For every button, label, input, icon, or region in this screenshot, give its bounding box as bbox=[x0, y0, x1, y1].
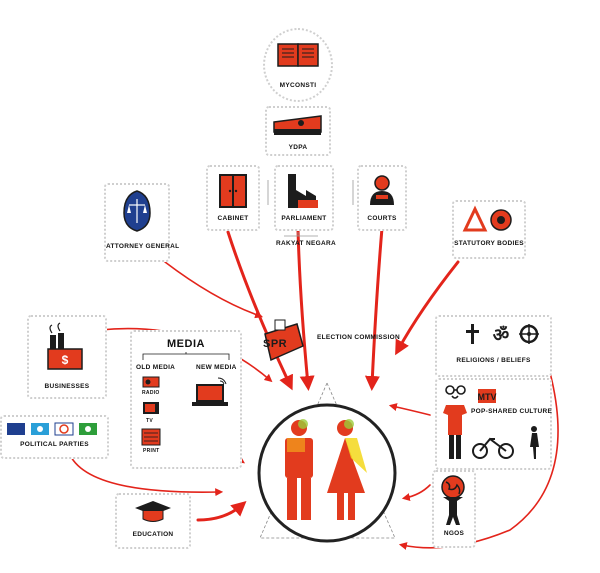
statutory-icons bbox=[462, 205, 512, 232]
node-statutory-bodies[interactable]: STATUTORY BODIES bbox=[452, 200, 526, 259]
label-media: MEDIA bbox=[167, 338, 205, 350]
label-old-media: OLD MEDIA bbox=[136, 364, 176, 371]
scales-shield-icon bbox=[123, 190, 151, 232]
label-parliament: PARLIAMENT bbox=[281, 215, 327, 222]
radio-icon bbox=[142, 376, 160, 388]
label-pop-culture: POP-SHARED CULTURE bbox=[471, 408, 553, 415]
judge-icon bbox=[370, 175, 394, 205]
svg-text:$: $ bbox=[62, 353, 69, 367]
svg-text:ॐ: ॐ bbox=[493, 325, 509, 346]
node-myconsti[interactable]: MYCONSTI bbox=[263, 28, 333, 102]
religion-symbols: ॐ bbox=[445, 324, 539, 346]
label-attorney-general: ATTORNEY GENERAL bbox=[106, 243, 180, 250]
business-icon: $ bbox=[47, 322, 83, 370]
label-ydpa: YDPA bbox=[288, 144, 308, 151]
label-election-commission: ELECTION COMMISSION bbox=[317, 334, 400, 341]
man-woman-icon bbox=[257, 381, 397, 543]
label-tv: TV bbox=[146, 418, 153, 424]
arrow-courts bbox=[364, 226, 384, 391]
label-cabinet: CABINET bbox=[217, 215, 249, 222]
arrow-pop bbox=[388, 403, 431, 416]
label-ngos: NGOS bbox=[443, 530, 465, 537]
node-pop-culture[interactable]: MTV POP-SHARED CULTURE bbox=[435, 378, 552, 470]
mtv-logo: MTV bbox=[478, 392, 497, 402]
label-courts: COURTS bbox=[367, 215, 397, 222]
graduation-cap-icon bbox=[135, 501, 171, 522]
media-bracket bbox=[142, 352, 230, 360]
tv-icon bbox=[143, 402, 159, 414]
party-logos bbox=[7, 422, 97, 436]
label-spr: SPR bbox=[263, 338, 288, 350]
people-center bbox=[245, 378, 410, 548]
arrow-education bbox=[196, 501, 247, 522]
arrow-parliament bbox=[296, 228, 315, 391]
label-radio: RADIO bbox=[142, 390, 160, 396]
node-courts[interactable]: COURTS bbox=[357, 165, 407, 231]
node-religions-beliefs[interactable]: ॐ RELIGIONS / BELIEFS bbox=[435, 315, 552, 377]
throne-icon bbox=[273, 115, 322, 135]
book-icon bbox=[277, 43, 319, 67]
label-myconsti: MYCONSTI bbox=[279, 82, 317, 89]
label-education: EDUCATION bbox=[132, 531, 174, 538]
label-statutory-bodies: STATUTORY BODIES bbox=[454, 240, 524, 247]
pop-culture-icons: MTV bbox=[443, 385, 539, 459]
globe-person-icon bbox=[441, 475, 465, 525]
label-religions-beliefs: RELIGIONS / BELIEFS bbox=[456, 357, 531, 364]
node-ydpa[interactable]: YDPA bbox=[265, 106, 331, 156]
label-print: PRINT bbox=[143, 448, 160, 454]
node-businesses[interactable]: $ BUSINESSES bbox=[27, 315, 107, 399]
node-ngos[interactable]: NGOS bbox=[432, 470, 476, 548]
label-businesses: BUSINESSES bbox=[44, 383, 90, 390]
newspaper-icon bbox=[141, 428, 161, 446]
arrow-parties bbox=[69, 454, 224, 497]
node-attorney-general[interactable]: ATTORNEY GENERAL bbox=[104, 183, 180, 262]
label-rakyat: RAKYAT bbox=[276, 240, 304, 247]
ballot-box-icon bbox=[264, 319, 304, 362]
arrow-cabinet bbox=[226, 230, 293, 391]
node-election-commission[interactable]: SPR ELECTION COMMISSION bbox=[255, 318, 400, 368]
arrow-statutory bbox=[395, 260, 460, 356]
node-cabinet[interactable]: CABINET bbox=[206, 165, 260, 231]
door-icon bbox=[219, 174, 247, 208]
node-political-parties[interactable]: POLITICAL PARTIES bbox=[0, 415, 109, 459]
node-education[interactable]: EDUCATION bbox=[115, 493, 191, 549]
arrow-attorney bbox=[164, 261, 264, 319]
node-media[interactable]: MEDIA OLD MEDIA NEW MEDIA RADIO TV PRINT bbox=[130, 330, 242, 469]
label-new-media: NEW MEDIA bbox=[196, 364, 237, 371]
label-political-parties: POLITICAL PARTIES bbox=[20, 441, 89, 448]
arrow-ngos bbox=[401, 484, 431, 501]
laptop-icon bbox=[192, 377, 228, 406]
node-parliament[interactable]: PARLIAMENT bbox=[274, 165, 334, 231]
label-negara: NEGARA bbox=[306, 240, 336, 247]
factory-icon bbox=[288, 174, 318, 208]
